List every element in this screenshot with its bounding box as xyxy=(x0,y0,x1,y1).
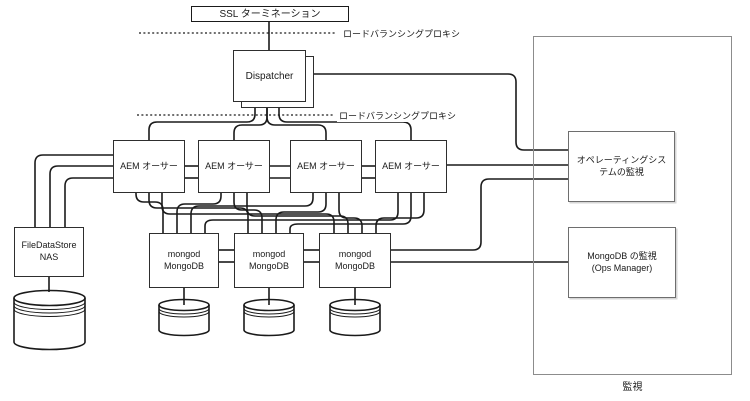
mongod-label-line2: MongoDB xyxy=(248,260,290,271)
mongod-label-line2: MongoDB xyxy=(163,260,205,271)
aem-author-box-1: AEM オーサー xyxy=(113,140,185,193)
aem-author-label: AEM オーサー xyxy=(382,160,440,171)
mongod-to-os-monitoring-connector xyxy=(391,178,568,251)
monitoring-group-frame xyxy=(533,36,732,375)
aem-author-label: AEM オーサー xyxy=(120,160,178,171)
aem-author-label: AEM オーサー xyxy=(297,160,355,171)
dispatcher-to-aem-connectors xyxy=(148,108,412,140)
aem-author-label: AEM オーサー xyxy=(205,160,263,171)
dispatcher-to-os-monitoring-connector xyxy=(314,73,568,151)
mongod-label-line2: MongoDB xyxy=(334,260,376,271)
aem-author-box-3: AEM オーサー xyxy=(290,140,362,193)
mongodb-data-cylinder-icon-3 xyxy=(329,288,381,337)
dispatcher-label: Dispatcher xyxy=(245,70,294,82)
nas-storage-cylinder-icon xyxy=(13,277,86,351)
mongod-label-line1: mongod xyxy=(338,248,372,259)
mongod-label-line1: mongod xyxy=(252,248,286,259)
mongod-box-1: mongod MongoDB xyxy=(149,233,219,288)
file-datastore-label-line2: NAS xyxy=(39,252,59,262)
mongodb-data-cylinder-icon-2 xyxy=(243,288,295,337)
aem-interconnect-lines xyxy=(185,165,375,179)
mongodb-monitoring-box: MongoDB の監視 (Ops Manager) xyxy=(568,227,676,298)
os-monitoring-label-line1: オペレーティングシス xyxy=(576,154,667,165)
load-balancer-proxy-label-2: ロードバランシングプロキシ xyxy=(337,109,459,122)
ssl-termination-box: SSL ターミネーション xyxy=(191,6,349,22)
os-monitoring-box: オペレーティングシス テムの監視 xyxy=(568,131,675,202)
file-datastore-nas-box: FileDataStore NAS xyxy=(14,227,84,277)
aem-to-mongod-connectors xyxy=(135,193,425,233)
load-balancer-proxy-label-1: ロードバランシングプロキシ xyxy=(341,27,463,40)
aem-author-box-4: AEM オーサー xyxy=(375,140,447,193)
monitoring-group-caption: 監視 xyxy=(622,382,643,393)
aem-to-nas-connectors xyxy=(34,154,113,227)
mongod-box-3: mongod MongoDB xyxy=(319,233,391,288)
mongod-box-2: mongod MongoDB xyxy=(234,233,304,288)
mongodb-data-cylinder-icon-1 xyxy=(158,288,210,337)
mongodb-monitoring-label-line1: MongoDB の監視 xyxy=(587,250,657,261)
mongodb-monitoring-label-line2: (Ops Manager) xyxy=(591,262,653,273)
os-monitoring-label-line2: テムの監視 xyxy=(599,166,644,177)
mongod-label-line1: mongod xyxy=(167,248,201,259)
aem-author-box-2: AEM オーサー xyxy=(198,140,270,193)
ssl-termination-label: SSL ターミネーション xyxy=(219,8,321,20)
mongod-interconnect-lines xyxy=(219,249,319,263)
file-datastore-label-line1: FileDataStore xyxy=(21,240,77,251)
dispatcher-box: Dispatcher xyxy=(233,50,306,102)
